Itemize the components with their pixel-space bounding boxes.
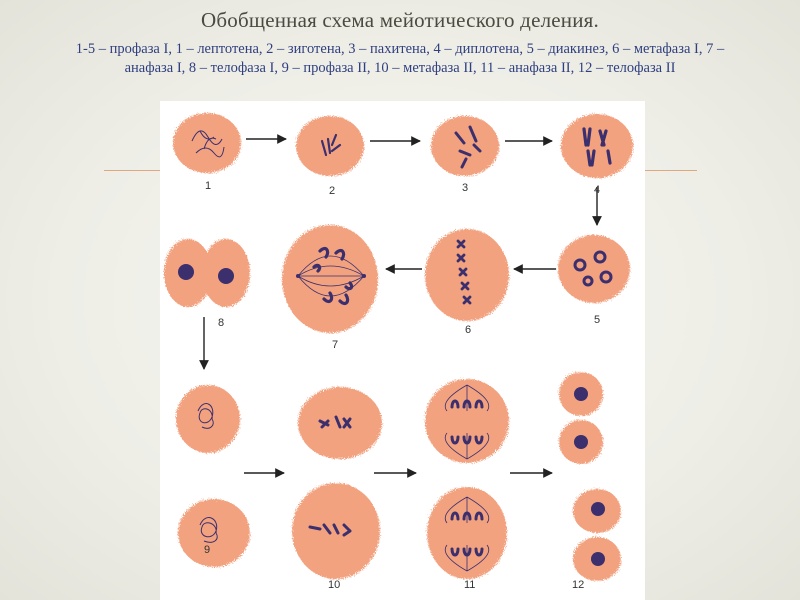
stage-label-8: 8 <box>218 317 224 329</box>
stage-label-1: 1 <box>205 180 211 192</box>
stage-5-diakinesis: 5 <box>558 235 630 326</box>
stage-label-3: 3 <box>462 182 468 194</box>
stage-11-anaphase-2-bottom: 11 <box>427 487 507 591</box>
stage-label-11: 11 <box>464 579 475 591</box>
stage-9-prophase-2-bottom: 9 <box>178 499 250 567</box>
stage-9-prophase-2-top <box>176 385 240 453</box>
stage-label-6: 6 <box>465 324 471 336</box>
stage-8-telophase-1: 8 <box>164 239 250 329</box>
stage-label-2: 2 <box>329 185 335 197</box>
stage-12-telophase-2-top <box>559 372 603 464</box>
stage-label-5: 5 <box>594 314 600 326</box>
stage-3-pachytene: 3 <box>431 116 499 194</box>
stage-12-telophase-2-bottom: 12 <box>572 489 621 591</box>
stage-2-zygotene: 2 <box>296 116 364 197</box>
stage-label-12: 12 <box>572 579 584 591</box>
stage-label-9: 9 <box>204 544 210 556</box>
divider-left <box>104 170 162 171</box>
stage-4-diplotene: 4 <box>561 114 633 196</box>
stage-11-anaphase-2-top <box>425 379 509 463</box>
stage-10-metaphase-2-top <box>298 387 382 459</box>
stage-label-10: 10 <box>328 579 340 591</box>
stage-7-anaphase-1: 7 <box>282 225 378 351</box>
stage-10-metaphase-2-bottom: 10 <box>292 483 380 591</box>
slide-caption: 1-5 – профаза I, 1 – лептотена, 2 – зиго… <box>75 41 725 76</box>
slide-title: Обобщенная схема мейотического деления. <box>201 8 599 32</box>
divider-right <box>645 170 697 171</box>
meiosis-diagram-svg: 1 2 3 4 <box>164 113 633 591</box>
meiosis-diagram: 1 2 3 4 <box>160 101 645 600</box>
stage-6-metaphase-1: 6 <box>425 229 509 336</box>
stage-label-7: 7 <box>332 339 338 351</box>
stage-1-leptotene: 1 <box>173 113 241 192</box>
